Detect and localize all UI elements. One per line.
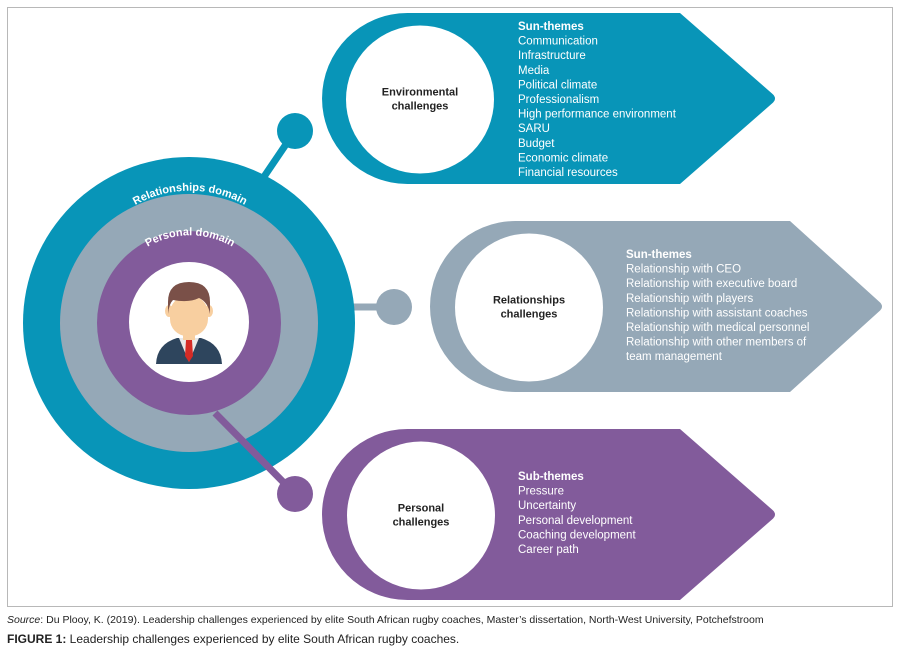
environmental-theme-item: Political climate xyxy=(518,79,597,91)
source-label: Source xyxy=(7,614,41,626)
relationships-theme-item: Relationship with executive board xyxy=(626,278,797,290)
environmental-challenge-title: challenges xyxy=(392,101,449,113)
relationships-theme-item: Relationship with players xyxy=(626,293,753,305)
personal-theme-item: Pressure xyxy=(518,486,564,498)
relationships-theme-item: Relationship with CEO xyxy=(626,264,741,276)
figure-label: FIGURE 1: xyxy=(7,632,67,646)
environmental-challenge-title: Environmental xyxy=(382,87,458,99)
relationships-challenge-title: challenges xyxy=(501,309,558,321)
environmental-theme-item: Budget xyxy=(518,138,555,150)
relationships-theme-item: Relationship with assistant coaches xyxy=(626,307,808,319)
figure-title-text: Leadership challenges experienced by eli… xyxy=(66,632,460,646)
relationships-themes-heading: Sun-themes xyxy=(626,249,692,261)
personal-theme-item: Coaching development xyxy=(518,529,636,541)
environmental-challenge-circle xyxy=(346,25,494,174)
personal-challenge-circle xyxy=(347,441,495,590)
relationships-theme-item: Relationship with medical personnel xyxy=(626,322,809,334)
environmental-theme-item: Professionalism xyxy=(518,94,599,106)
relationships-challenge-title: Relationships xyxy=(493,295,565,307)
environmental-theme-item: SARU xyxy=(518,123,550,135)
personal-connector-line xyxy=(212,410,298,497)
personal-challenge-title: challenges xyxy=(393,517,450,529)
environmental-connector-dot xyxy=(277,113,313,149)
personal-theme-item: Uncertainty xyxy=(518,500,576,512)
relationships-theme-item: Relationship with other members of xyxy=(626,337,807,349)
figure-frame xyxy=(7,7,893,607)
figure-title: FIGURE 1: Leadership challenges experien… xyxy=(7,632,459,646)
personal-connector-dot xyxy=(277,476,313,512)
businessman-avatar-icon xyxy=(156,282,222,364)
personal-themes-heading: Sub-themes xyxy=(518,471,584,483)
environmental-challenge-arrow: Environmental challenges Sun-themesCommuni… xyxy=(322,13,775,184)
personal-theme-item: Career path xyxy=(518,544,579,556)
environmental-theme-item: High performance environment xyxy=(518,109,677,121)
environmental-theme-item: Infrastructure xyxy=(518,50,586,62)
relationships-connector-dot xyxy=(376,289,412,325)
environmental-theme-item: Media xyxy=(518,65,550,77)
personal-challenge-title: Personal xyxy=(398,503,444,515)
environmental-themes-heading: Sun-themes xyxy=(518,21,584,33)
environmental-theme-item: Financial resources xyxy=(518,167,618,179)
figure-source-caption: Source: Du Plooy, K. (2019). Leadership … xyxy=(7,614,764,626)
relationships-challenge-circle xyxy=(455,233,603,382)
environmental-theme-item: Economic climate xyxy=(518,152,608,164)
personal-theme-item: Personal development xyxy=(518,515,633,527)
environmental-theme-item: Communication xyxy=(518,36,598,48)
personal-challenge-arrow: Personal challenges Sub-themesPressureUnce… xyxy=(322,429,775,600)
diagram: Environmental domain Relationships domai… xyxy=(23,13,882,600)
source-text: : Du Plooy, K. (2019). Leadership challe… xyxy=(40,614,764,626)
relationships-theme-item: team management xyxy=(626,351,723,363)
relationships-challenge-arrow: Relationships challenges Sun-themesRelatio… xyxy=(430,221,882,392)
